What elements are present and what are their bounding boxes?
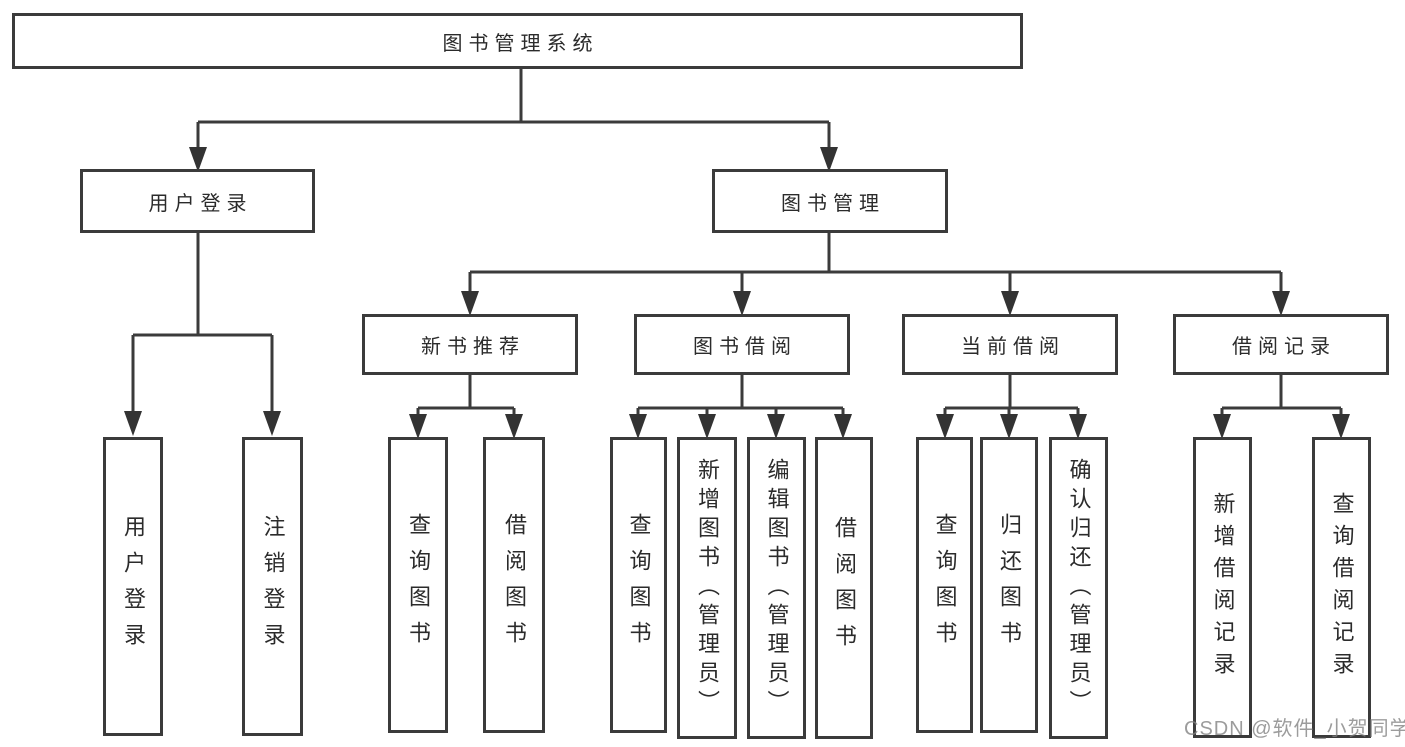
leaf-recommend-query-book: 查询图书 <box>388 437 448 733</box>
node-borrowing-records: 借阅记录 <box>1173 314 1389 375</box>
node-current-borrowing: 当前借阅 <box>902 314 1118 375</box>
leaf-borrowing-edit-book-admin: 编辑图书（管理员） <box>747 437 806 739</box>
leaf-current-return-book: 归还图书 <box>980 437 1038 733</box>
node-user-login: 用户登录 <box>80 169 315 233</box>
leaf-borrowing-borrow-book: 借阅图书 <box>815 437 873 739</box>
leaf-user-login: 用户登录 <box>103 437 163 736</box>
leaf-current-confirm-return-admin: 确认归还（管理员） <box>1049 437 1108 739</box>
csdn-watermark: CSDN @软件_小贺同学 <box>1184 718 1405 740</box>
leaf-recommend-borrow-book: 借阅图书 <box>483 437 545 733</box>
node-root: 图书管理系统 <box>12 13 1023 69</box>
leaf-borrowing-query-book: 查询图书 <box>610 437 667 733</box>
leaf-records-add-record: 新增借阅记录 <box>1193 437 1252 738</box>
arrowheads <box>124 147 1350 439</box>
leaf-records-query-record: 查询借阅记录 <box>1312 437 1371 738</box>
leaf-borrowing-add-book-admin: 新增图书（管理员） <box>677 437 737 739</box>
leaf-logout-login: 注销登录 <box>242 437 303 736</box>
node-book-borrowing: 图书借阅 <box>634 314 850 375</box>
node-book-management: 图书管理 <box>712 169 948 233</box>
leaf-current-query-book: 查询图书 <box>916 437 973 733</box>
node-new-book-recommend: 新书推荐 <box>362 314 578 375</box>
